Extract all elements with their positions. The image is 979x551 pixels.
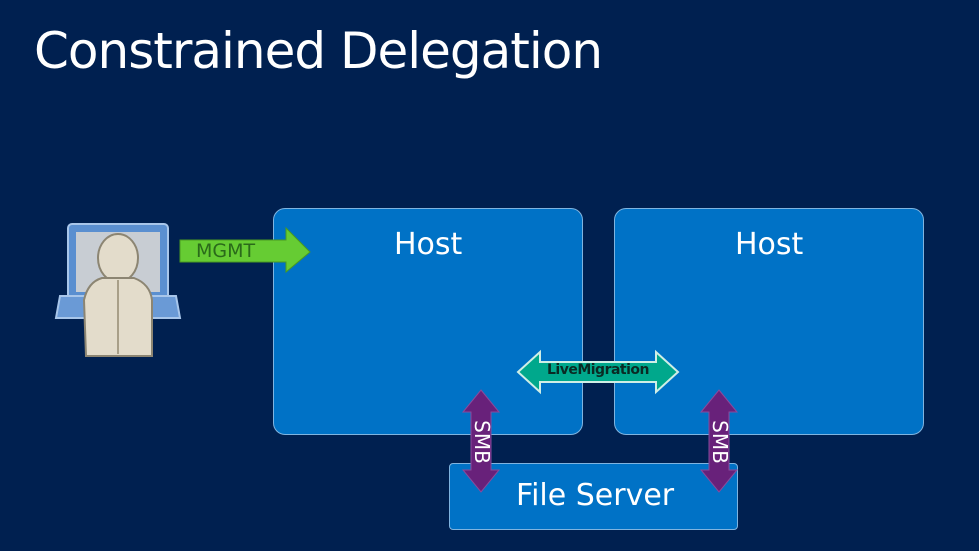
live-migration-label: LiveMigration [546,362,650,378]
host-left-box: Host [273,208,583,435]
slide-title: Constrained Delegation [34,22,603,80]
file-server-box: File Server [449,463,738,530]
host-right-box: Host [614,208,924,435]
host-left-label: Host [394,227,463,262]
file-server-label: File Server [516,478,675,513]
smb-left-arrow [461,389,501,493]
mgmt-label: MGMT [196,240,256,262]
mgmt-arrow [179,226,311,274]
smb-right-arrow [699,389,739,493]
user-at-laptop-icon [54,223,182,357]
smb-right-label: SMB [708,420,732,464]
live-migration-arrow [516,349,680,395]
host-right-label: Host [735,227,804,262]
smb-left-label: SMB [470,420,494,464]
